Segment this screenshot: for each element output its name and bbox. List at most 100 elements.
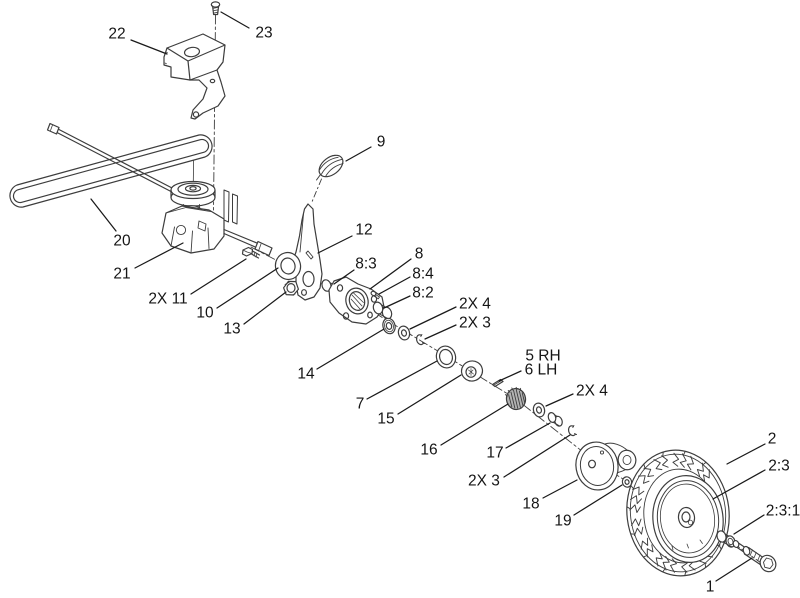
callout-1-leader (715, 557, 753, 582)
bracket-22 (163, 33, 226, 120)
callout-23-leader (220, 11, 250, 29)
tread-mark (686, 455, 694, 471)
washer-14 (382, 317, 396, 335)
callout-18-leader (542, 479, 578, 499)
callout-8-4-label: 8:4 (412, 266, 434, 283)
bolt-1 (732, 539, 777, 573)
tread-mark (643, 467, 655, 477)
tread-edge-mark (662, 568, 666, 573)
callout-2-label: 2 (768, 431, 777, 448)
screw-8-4 (370, 290, 380, 300)
tread-edge-mark (682, 450, 686, 456)
callout-2-leader (726, 443, 766, 465)
callout-20-label: 20 (113, 233, 131, 250)
callout-4a-leader (409, 306, 457, 330)
callout-4a-label: 2X 4 (459, 296, 491, 313)
callout-8-leader (369, 258, 412, 290)
callout-8-3-label: 8:3 (355, 256, 377, 273)
callout-4b-leader (545, 393, 574, 407)
callout-21-label: 21 (113, 266, 130, 283)
tread-mark (696, 462, 704, 477)
tread-mark (629, 504, 641, 513)
axle-rod (46, 122, 174, 193)
callout-14-label: 14 (297, 366, 315, 383)
hub-18 (575, 441, 637, 491)
rim-2-3 (652, 475, 724, 563)
callout-12-label: 12 (355, 222, 372, 239)
belt-20 (9, 134, 213, 208)
callout-18-label: 18 (522, 496, 539, 513)
output-shaft (223, 228, 273, 257)
tread-mark (679, 453, 687, 468)
tread-mark (661, 455, 669, 468)
clip-3a (415, 333, 426, 346)
tread-edge-mark (702, 461, 707, 466)
callout-17-leader (505, 422, 551, 449)
callout-11-leader (190, 258, 247, 295)
washer-4a (397, 325, 411, 341)
disc-15 (460, 360, 484, 382)
callout-14-leader (316, 328, 385, 370)
key-5-6 (491, 378, 504, 388)
callout-2-3-1-leader (733, 514, 765, 535)
grip-9 (316, 154, 344, 181)
tread-edge-mark (630, 485, 634, 490)
callout-4b-label: 2X 4 (576, 383, 608, 400)
washer-19 (621, 476, 633, 488)
tread-edge-mark (643, 463, 646, 469)
callout-13-leader (243, 291, 287, 325)
gear-16 (504, 386, 527, 411)
callout-9-leader (345, 146, 372, 162)
callout-21-leader (134, 242, 184, 269)
nut-13 (283, 280, 299, 296)
callout-19-leader (573, 484, 623, 516)
callout-10-leader (216, 267, 279, 309)
callout-19-label: 19 (554, 513, 571, 530)
callout-22-label: 22 (108, 26, 125, 43)
callout-2-3-1-label: 2:3:1 (766, 503, 800, 520)
callout-13-label: 13 (223, 321, 240, 338)
callout-8-4-leader (378, 276, 411, 295)
callout-5-label: 5 RH (525, 348, 560, 365)
tread-mark (662, 555, 670, 571)
callout-6-leader (498, 370, 522, 382)
gearbox-body (161, 189, 238, 254)
centerline-vertical (213, 14, 216, 211)
callout-8-2-label: 8:2 (412, 285, 434, 302)
callout-8-3-leader (333, 269, 355, 285)
callout-2-3-leader (712, 469, 766, 500)
tread-edge-mark (626, 506, 631, 510)
tread-mark (632, 486, 645, 496)
bolt-11 (241, 246, 261, 259)
callout-20-leader (90, 198, 117, 232)
tread-mark (640, 537, 649, 550)
tread-mark (631, 518, 642, 527)
tread-mark (653, 459, 663, 471)
callout-23-label: 23 (255, 25, 272, 42)
callout-16-label: 16 (420, 442, 437, 459)
tread-mark (646, 544, 654, 558)
callout-10-label: 10 (196, 305, 214, 322)
callout-6-label: 6 LH (525, 362, 558, 379)
tread-edge-mark (684, 571, 687, 577)
lever-12 (291, 203, 323, 301)
centerline-grip (311, 178, 322, 204)
callout-3b-label: 2X 3 (468, 473, 500, 490)
tread-mark (638, 475, 650, 484)
callout-8-2-leader (383, 295, 411, 309)
tread-edge-mark (642, 555, 648, 558)
tread-mark (672, 452, 680, 467)
callout-16-leader (440, 403, 509, 446)
callout-3a-label: 2X 3 (459, 315, 491, 332)
tread-mark (630, 495, 642, 505)
callout-9-label: 9 (377, 134, 386, 151)
tread-mark (633, 526, 644, 537)
tread-edge-mark (718, 544, 722, 550)
clip-3b (567, 424, 578, 437)
tread-mark (703, 469, 710, 483)
callout-11-label: 2X 11 (148, 291, 187, 308)
washer-4b (532, 402, 546, 418)
screw-23 (210, 1, 221, 16)
